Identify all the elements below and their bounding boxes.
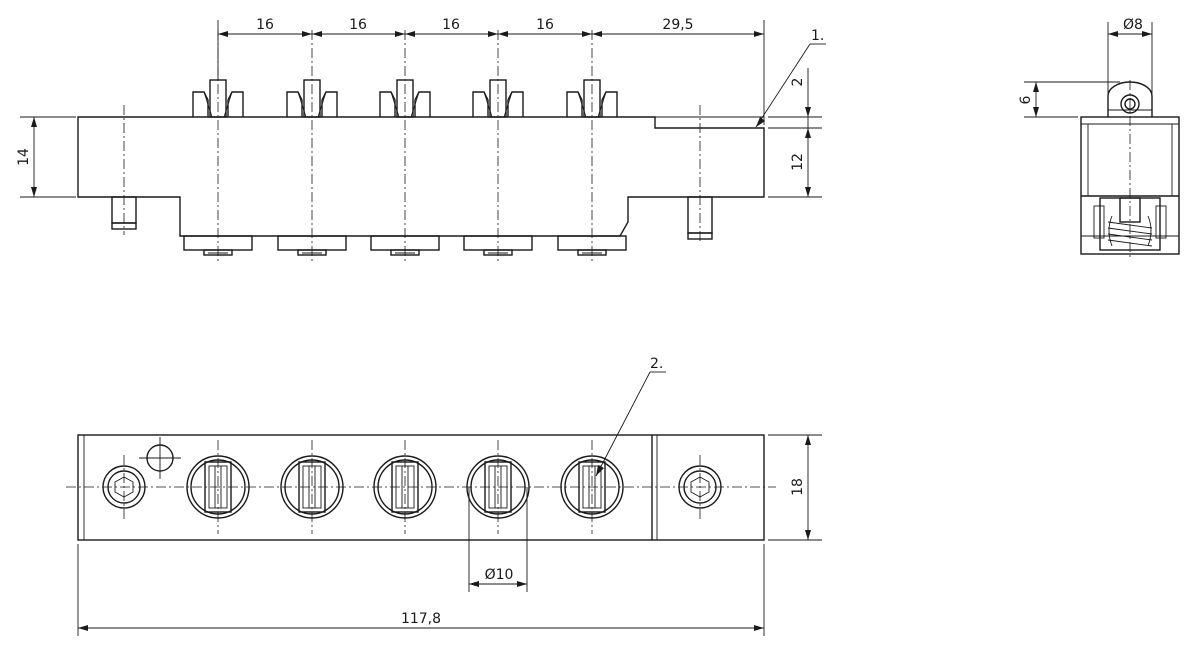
side-view	[1080, 80, 1180, 260]
dim-width-18: 18	[768, 434, 822, 541]
dim-side-height: 6	[1018, 81, 1120, 118]
dim-total-length-label: 117,8	[401, 611, 441, 627]
front-top-dimensions: 16 16 16 16 29,5	[217, 17, 765, 125]
dim-right-heights: 2 12	[768, 68, 822, 198]
dim-side-height-label: 6	[1018, 95, 1034, 104]
dim-pitch-2: 16	[349, 17, 367, 33]
callout-1-label: 1.	[811, 28, 824, 44]
dim-total-length: 117,8	[77, 544, 765, 636]
dim-pitch-1: 16	[256, 17, 274, 33]
callout-2: 2.	[595, 356, 666, 477]
top-view	[66, 434, 776, 541]
dim-bore-diameter-label: Ø10	[485, 567, 514, 583]
callout-2-label: 2.	[650, 356, 663, 372]
front-view	[77, 30, 765, 262]
dim-pin-diameter: Ø8	[1107, 17, 1153, 94]
callout-1: 1.	[755, 28, 826, 128]
dim-bore-diameter: Ø10	[468, 487, 528, 592]
dim-block-height: 12	[790, 153, 806, 171]
dim-width-label: 18	[790, 478, 806, 496]
dim-height-14: 14	[16, 116, 76, 198]
dim-pin-diameter-label: Ø8	[1123, 17, 1143, 33]
dim-top-step: 2	[790, 78, 806, 87]
dim-pitch-3: 16	[442, 17, 460, 33]
dim-total-height: 14	[16, 148, 32, 166]
dim-pitch-4: 16	[536, 17, 554, 33]
dim-end-offset: 29,5	[662, 17, 693, 33]
